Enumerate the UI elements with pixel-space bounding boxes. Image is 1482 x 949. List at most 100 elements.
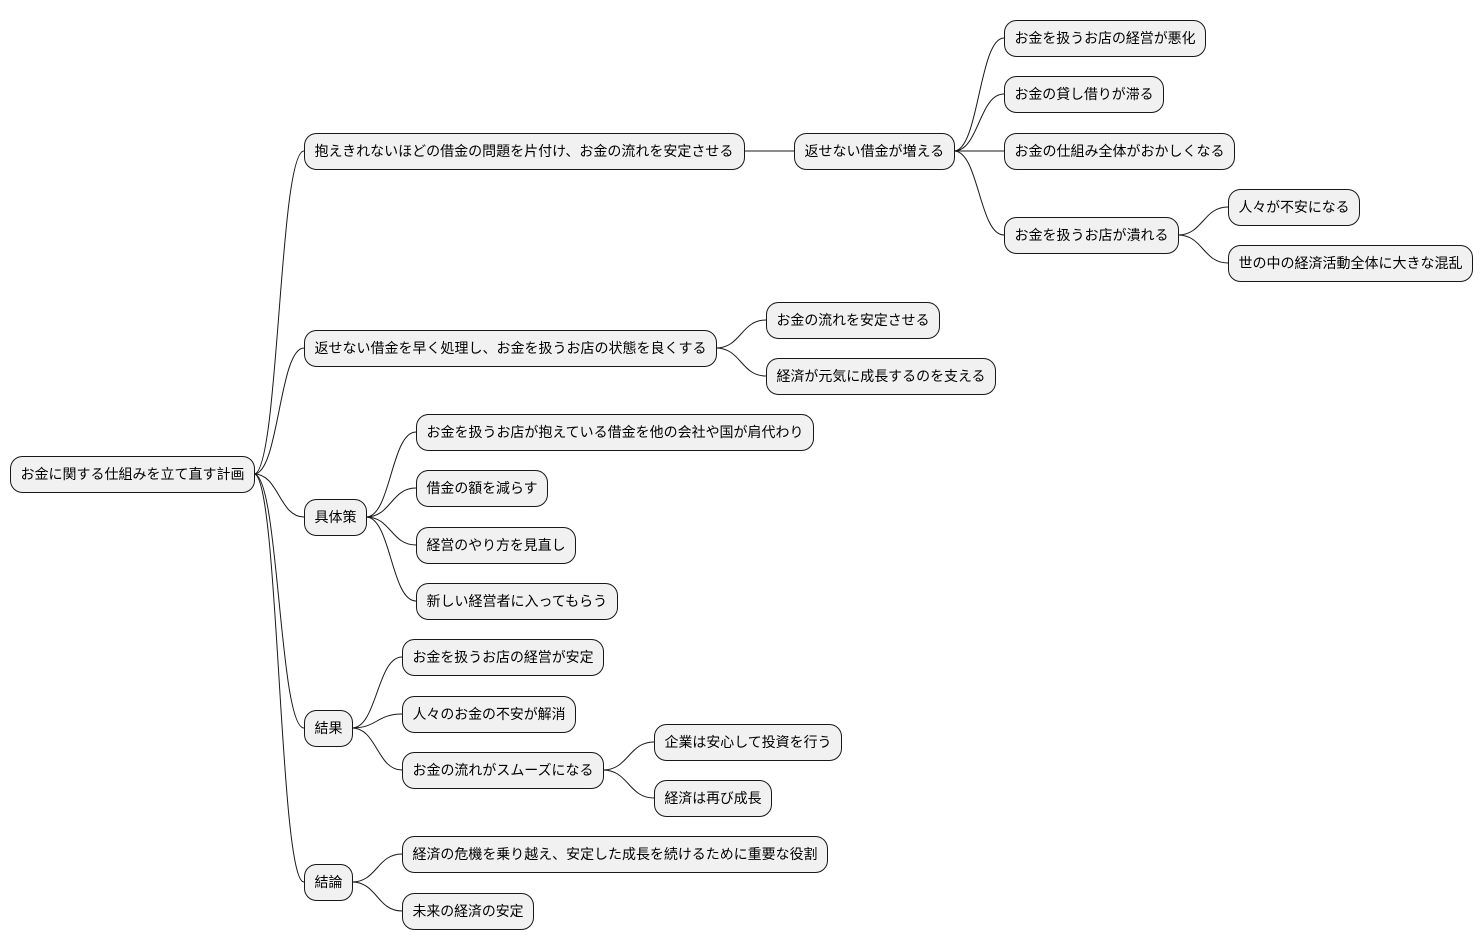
edge-root-to-n4 — [253, 473, 305, 729]
mindmap-node-n4-3-1: 企業は安心して投資を行う — [654, 724, 842, 761]
node-label: 経済が元気に成長するのを支える — [777, 369, 986, 385]
edge-n3-to-n3-2 — [365, 487, 417, 518]
edge-root-to-n5 — [253, 473, 305, 883]
edge-n1-1-4-to-n1-1-4-2 — [1177, 234, 1229, 264]
mindmap-node-n4-3-2: 経済は再び成長 — [654, 780, 772, 817]
mindmap-node-n4-1: お金を扱うお店の経営が安定 — [402, 639, 604, 676]
node-box — [654, 780, 772, 817]
node-box — [416, 470, 548, 507]
node-box — [402, 696, 576, 733]
node-label: 経営のやり方を見直し — [427, 537, 566, 554]
edge-n3-to-n3-1 — [365, 431, 417, 518]
node-box — [766, 358, 996, 395]
node-label: 経済の危機を乗り越え、安定した成長を続けるために重要な役割 — [413, 846, 818, 863]
mindmap-node-n1-1-1: お金を扱うお店の経営が悪化 — [1004, 20, 1206, 57]
edge-n4-3-to-n4-3-2 — [602, 769, 655, 799]
node-label: 人々が不安になる — [1239, 200, 1350, 216]
node-label: お金の仕組み全体がおかしくなる — [1015, 143, 1225, 160]
node-box — [1004, 217, 1179, 254]
node-box — [10, 456, 255, 493]
node-label: 返せない借金が増える — [805, 144, 945, 160]
mindmap-node-n1-1: 返せない借金が増える — [794, 133, 955, 170]
mindmap-edges — [253, 37, 1229, 912]
mindmap-node-n3-2: 借金の額を減らす — [416, 470, 548, 507]
node-box — [304, 133, 745, 170]
node-box — [304, 499, 367, 536]
node-box — [402, 836, 828, 873]
edge-n1-1-to-n1-1-1 — [953, 37, 1005, 152]
node-box — [1228, 245, 1473, 282]
node-label: 世の中の経済活動全体に大きな混乱 — [1239, 255, 1463, 272]
node-box — [1004, 76, 1164, 113]
node-label: お金の流れを安定させる — [777, 313, 930, 329]
node-box — [416, 414, 814, 451]
mindmap-node-n2-1: お金の流れを安定させる — [766, 302, 940, 339]
node-box — [304, 864, 353, 901]
edge-n4-to-n4-2 — [351, 713, 403, 729]
node-label: 抱えきれないほどの借金の問題を片付け、お金の流れを安定させる — [315, 144, 734, 160]
node-label: 経済は再び成長 — [665, 791, 762, 807]
node-label: お金を扱うお店の経営が悪化 — [1015, 31, 1196, 47]
mindmap-nodes: お金に関する仕組みを立て直す計画 抱えきれないほどの借金の問題を片付け、お金の流れ… — [10, 20, 1473, 930]
mindmap-node-n5-2: 未来の経済の安定 — [402, 893, 534, 930]
mindmap-node-root: お金に関する仕組みを立て直す計画 — [10, 456, 255, 493]
node-box — [1004, 20, 1206, 57]
mindmap-node-n1-1-4-1: 人々が不安になる — [1228, 189, 1360, 226]
mindmap-node-n1-1-3: お金の仕組み全体がおかしくなる — [1004, 133, 1235, 170]
node-box — [402, 639, 604, 676]
node-label: お金を扱うお店が潰れる — [1015, 228, 1169, 244]
node-label: 返せない借金を早く処理し、お金を扱うお店の状態を良くする — [315, 341, 707, 357]
edge-n4-3-to-n4-3-1 — [602, 741, 655, 771]
node-box — [304, 710, 353, 747]
node-label: 未来の経済の安定 — [413, 904, 524, 920]
node-label: お金の貸し借りが滞る — [1015, 87, 1154, 103]
mindmap-node-n4-3: お金の流れがスムーズになる — [402, 752, 604, 789]
node-box — [1228, 189, 1360, 226]
node-label: 企業は安心して投資を行う — [665, 734, 832, 751]
edge-root-to-n3 — [253, 473, 305, 518]
mindmap-node-n3-1: お金を扱うお店が抱えている借金を他の会社や国が肩代わり — [416, 414, 814, 451]
edge-n4-to-n4-3 — [351, 727, 403, 771]
node-label: 借金の額を減らす — [427, 480, 538, 497]
edge-n3-to-n3-4 — [365, 516, 417, 602]
edge-n2-to-n2-1 — [715, 319, 767, 349]
node-box — [654, 724, 842, 761]
node-box — [416, 583, 618, 620]
node-box — [766, 302, 940, 339]
edge-n1-1-to-n1-1-4 — [953, 150, 1005, 236]
mindmap-node-n1-1-4: お金を扱うお店が潰れる — [1004, 217, 1179, 254]
node-box — [402, 893, 534, 930]
mindmap-node-n5: 結論 — [304, 864, 353, 901]
mindmap-node-n2: 返せない借金を早く処理し、お金を扱うお店の状態を良くする — [304, 330, 717, 367]
edge-n5-to-n5-2 — [351, 881, 403, 912]
node-label: 人々のお金の不安が解消 — [413, 707, 566, 723]
node-label: お金を扱うお店が抱えている借金を他の会社や国が肩代わり — [427, 425, 804, 441]
mindmap-node-n4: 結果 — [304, 710, 353, 747]
mindmap-node-n3-4: 新しい経営者に入ってもらう — [416, 583, 618, 620]
mindmap-node-n1-1-4-2: 世の中の経済活動全体に大きな混乱 — [1228, 245, 1473, 282]
node-label: お金に関する仕組みを立て直す計画 — [21, 466, 245, 483]
node-label: 結果 — [315, 721, 343, 737]
edge-n1-1-4-to-n1-1-4-1 — [1177, 206, 1229, 236]
edge-n2-to-n2-2 — [715, 347, 767, 377]
mindmap-node-n1-1-2: お金の貸し借りが滞る — [1004, 76, 1164, 113]
node-box — [304, 330, 717, 367]
node-box — [794, 133, 955, 170]
edge-root-to-n1 — [253, 150, 305, 475]
mindmap-node-n3-3: 経営のやり方を見直し — [416, 527, 576, 564]
edge-n3-to-n3-3 — [365, 516, 417, 546]
edge-n4-to-n4-1 — [351, 656, 403, 729]
node-label: 新しい経営者に入ってもらう — [427, 594, 608, 610]
node-box — [416, 527, 576, 564]
edge-n1-1-to-n1-1-2 — [953, 93, 1005, 152]
node-label: お金の流れがスムーズになる — [413, 763, 594, 779]
node-box — [402, 752, 604, 789]
mindmap-node-n1: 抱えきれないほどの借金の問題を片付け、お金の流れを安定させる — [304, 133, 745, 170]
mindmap-node-n3: 具体策 — [304, 499, 367, 536]
edge-root-to-n2 — [253, 347, 305, 475]
mindmap-node-n5-1: 経済の危機を乗り越え、安定した成長を続けるために重要な役割 — [402, 836, 828, 873]
mindmap-node-n4-2: 人々のお金の不安が解消 — [402, 696, 576, 733]
node-label: 具体策 — [315, 509, 357, 526]
mindmap-node-n2-2: 経済が元気に成長するのを支える — [766, 358, 996, 395]
